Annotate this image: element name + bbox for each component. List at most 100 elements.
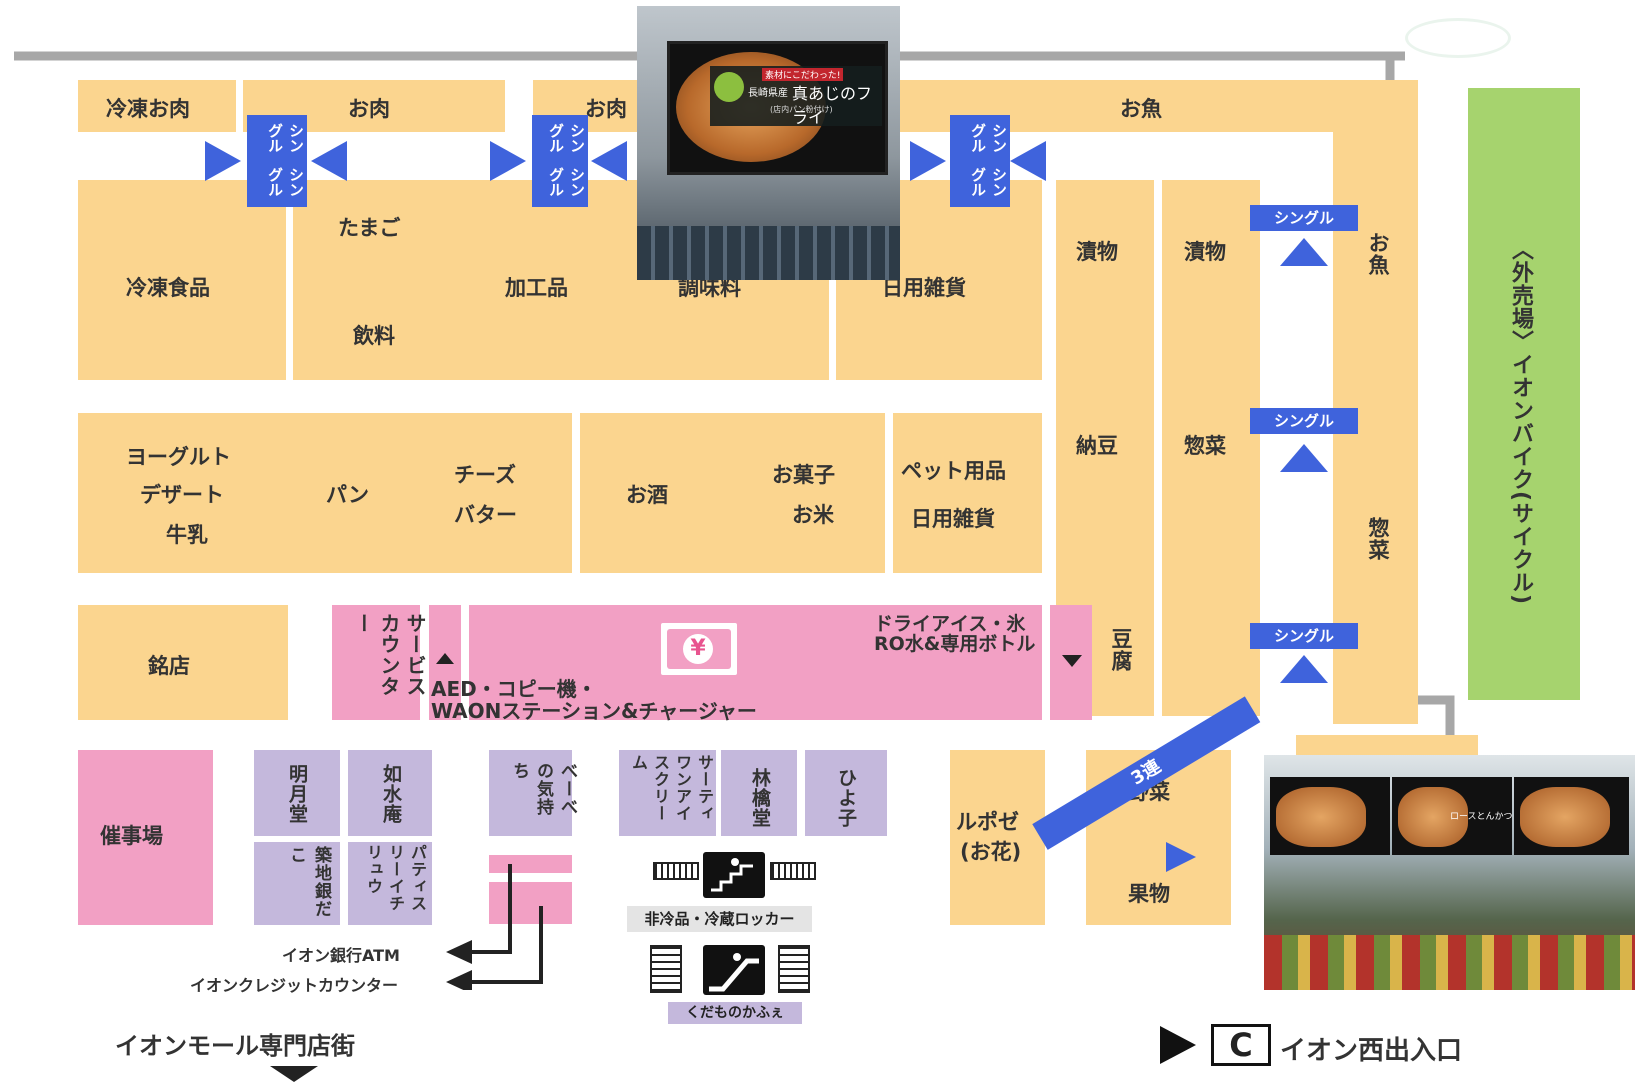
- label-deli: 惣菜: [1366, 517, 1390, 561]
- atm-sign: ¥: [661, 623, 737, 675]
- label-egg: たまご: [338, 216, 401, 240]
- label-ro-water: RO水&専用ボトル: [874, 633, 1036, 655]
- signage-single-4[interactable]: シングル: [1250, 205, 1358, 231]
- section-frozen-meat[interactable]: 冷凍お肉: [78, 80, 236, 132]
- escalator-rail-icon: [778, 945, 810, 993]
- west-entrance-label[interactable]: イオン西出入口: [1280, 1036, 1463, 1066]
- event-hall[interactable]: 催事場: [78, 750, 213, 925]
- arrow-up-icon: [1280, 655, 1328, 683]
- label: 築地銀だこ: [286, 846, 331, 918]
- section-dairy-bread[interactable]: ヨーグルト デザート 牛乳 パン チーズ バター: [78, 413, 572, 573]
- label-daily: 日用雑貨: [911, 507, 995, 531]
- label-pickles: 漬物: [1076, 240, 1118, 264]
- aed-strip[interactable]: [429, 605, 461, 720]
- display-screen-2: ロースとんかつ: [1392, 777, 1513, 855]
- signage-photo-top: 素材にこだわった! 長崎県産 真あじのフライ (店内パン粉付け): [637, 6, 900, 280]
- signage-single-2[interactable]: シングルシングル: [532, 115, 588, 207]
- display-screen-1: [1270, 777, 1390, 855]
- label-flowers: (お花): [960, 840, 1022, 864]
- yen-icon: ¥: [683, 634, 713, 664]
- label-rice: お米: [792, 503, 834, 527]
- down-arrow-icon: [1062, 655, 1082, 667]
- label-milk: 牛乳: [166, 523, 208, 547]
- locker-label: 非冷品・冷蔵ロッカー: [627, 906, 812, 932]
- signage-single-5[interactable]: シングル: [1250, 408, 1358, 434]
- label: 冷凍食品: [126, 276, 210, 300]
- ice-strip[interactable]: [1050, 605, 1092, 720]
- label: 銘店: [148, 654, 190, 678]
- label-bread: パン: [326, 483, 370, 507]
- service-counter[interactable]: サービスカウンター: [332, 605, 427, 720]
- label: お肉: [585, 97, 627, 121]
- tenant-bebe[interactable]: べーべの気持ち: [489, 750, 577, 836]
- tenant-hiyoko[interactable]: ひよ子: [805, 750, 887, 836]
- service-area[interactable]: ¥ AED・コピー機・ WAONステーション&チャージャー ドライアイス・氷 R…: [431, 605, 1042, 723]
- atm-arrow-lines: [446, 864, 543, 990]
- label: ルポゼ: [956, 810, 1019, 834]
- shelf-image: [637, 226, 900, 280]
- label-pickles: 漬物: [1184, 240, 1226, 264]
- section-alcohol-snacks[interactable]: お酒 お菓子 お米: [580, 413, 885, 573]
- arrow-left-icon: [1010, 141, 1046, 181]
- arrow-up-icon: [1280, 444, 1328, 472]
- label-pet: ペット用品: [901, 459, 1006, 483]
- tenant-meigetsudo[interactable]: 明月堂: [254, 750, 340, 836]
- label-seasoning: 調味料: [678, 276, 741, 300]
- label-aed: AED・コピー機・: [431, 677, 597, 701]
- signage-single-6[interactable]: シングル: [1250, 623, 1358, 649]
- label: 日用雑貨: [882, 276, 966, 300]
- label-yogurt: ヨーグルト: [126, 445, 231, 469]
- atm-pointer-bottom: [489, 882, 572, 924]
- outdoor-aeon-bike[interactable]: 〈外売場〉イオンバイク(サイクル): [1468, 88, 1580, 700]
- label-natto: 納豆: [1076, 434, 1118, 458]
- section-frozen-food[interactable]: 冷凍食品: [78, 180, 286, 380]
- tenant-patisserie[interactable]: パティスリーイチリュウ: [348, 842, 432, 925]
- section-pet-daily[interactable]: ペット用品 日用雑貨: [893, 413, 1042, 573]
- section-pickles-deli[interactable]: 漬物 惣菜: [1162, 180, 1260, 716]
- atm-label[interactable]: イオン銀行ATM: [282, 946, 400, 965]
- down-arrow-icon: [270, 1066, 318, 1082]
- tenant-rinkando[interactable]: 林檎堂: [721, 750, 797, 836]
- arrow-right-icon: [490, 141, 526, 181]
- produce-image: [1264, 935, 1635, 990]
- label-waon: WAONステーション&チャージャー: [431, 699, 757, 723]
- kudamono-cafe[interactable]: くだものかふぇ: [668, 1002, 802, 1024]
- label-deli: 惣菜: [1184, 434, 1226, 458]
- mall-label[interactable]: イオンモール専門店街: [115, 1032, 355, 1060]
- section-meiten[interactable]: 銘店: [78, 605, 288, 720]
- label: べーべの気持ち: [509, 762, 577, 816]
- label: 冷凍お肉: [106, 97, 190, 121]
- label-fruits: 果物: [1128, 882, 1170, 906]
- arrow-up-icon: [1280, 238, 1328, 266]
- escalator-icon[interactable]: [703, 945, 765, 995]
- arrow-right-icon: [1166, 842, 1196, 872]
- signage-single-1[interactable]: シングルシングル: [247, 115, 307, 207]
- credit-counter-label[interactable]: イオンクレジットカウンター: [190, 976, 399, 995]
- label: 豆腐: [1109, 628, 1133, 672]
- label: 明月堂: [286, 764, 308, 824]
- section-lupoze[interactable]: ルポゼ (お花): [950, 750, 1045, 925]
- label: サーティワンアイスクリーム: [629, 754, 714, 822]
- section-daily-goods-1[interactable]: 日用雑貨: [836, 180, 1042, 380]
- display-screen-3: [1514, 777, 1629, 855]
- stairs-up-icon[interactable]: [703, 852, 765, 898]
- label-ice: ドライアイス・氷: [874, 613, 1026, 635]
- entrance-c-icon: C: [1211, 1024, 1271, 1066]
- label-drinks: 飲料: [353, 324, 395, 348]
- tenant-tsukiji[interactable]: 築地銀だこ: [254, 842, 340, 925]
- section-tofu[interactable]: 豆腐: [1056, 620, 1154, 716]
- arrow-left-icon: [591, 141, 627, 181]
- signage-photo-bottom: ロースとんかつ: [1264, 755, 1635, 990]
- label-cheese: チーズ: [454, 463, 516, 487]
- label: お魚: [1120, 97, 1162, 121]
- tenant-josuian[interactable]: 如水庵: [348, 750, 432, 836]
- label-alcohol: お酒: [626, 483, 668, 507]
- tenant-thirtyone[interactable]: サーティワンアイスクリーム: [619, 750, 716, 836]
- label-butter: バター: [454, 503, 517, 527]
- label: 加工品: [505, 276, 568, 300]
- arrow-right-icon: [910, 141, 946, 181]
- label: パティスリーイチリュウ: [364, 844, 427, 912]
- label: お肉: [348, 97, 390, 121]
- section-meat-1[interactable]: お肉: [243, 80, 505, 132]
- signage-single-3[interactable]: シングルシングル: [950, 115, 1010, 207]
